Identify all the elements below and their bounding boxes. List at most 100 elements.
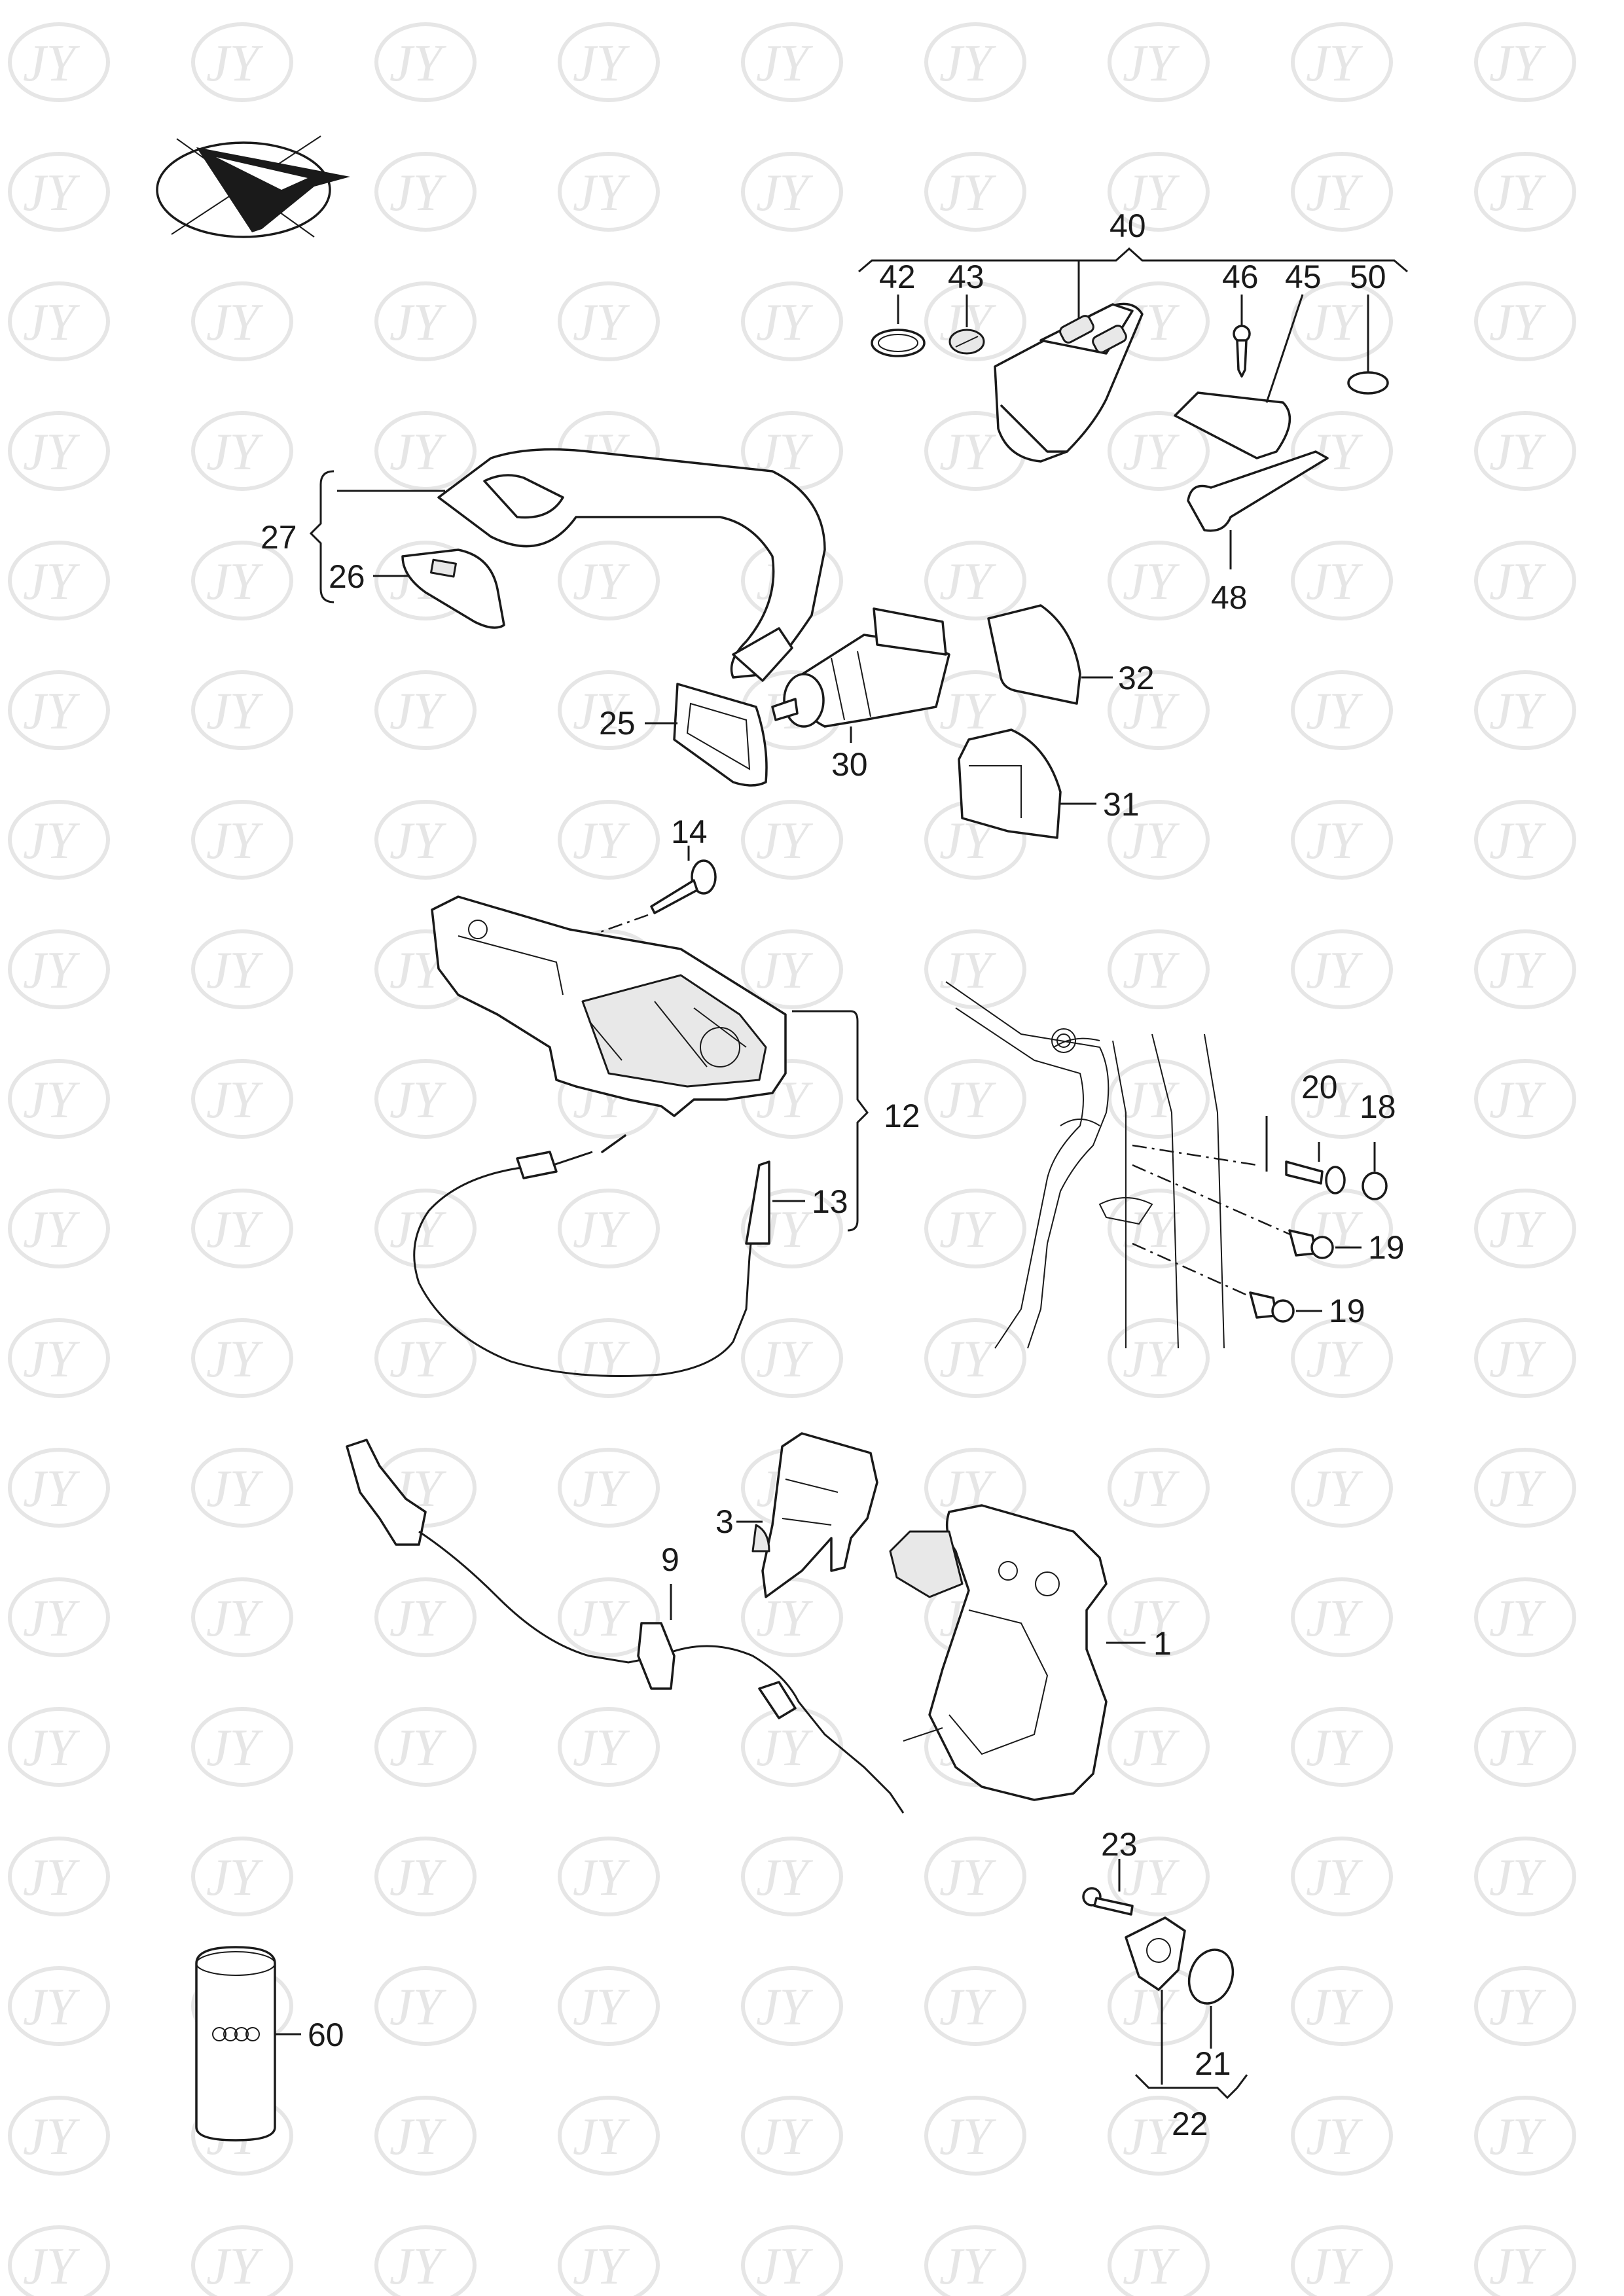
- watermark-logo: JY: [558, 670, 660, 750]
- watermark-text: JY: [23, 942, 81, 999]
- watermark-logo: JY: [741, 22, 843, 102]
- watermark-logo: JY: [1474, 1707, 1576, 1787]
- watermark-text: JY: [1123, 1849, 1180, 1907]
- watermark-text: JY: [1489, 1071, 1547, 1129]
- watermark-text: JY: [1306, 553, 1363, 611]
- watermark-text: JY: [1123, 2108, 1180, 2166]
- watermark-logo: JY: [8, 1707, 110, 1787]
- watermark-logo: JY: [741, 2225, 843, 2296]
- callout-19-lower: 19: [1329, 1293, 1365, 1329]
- watermark-logo: JY: [558, 1577, 660, 1657]
- watermark-logo: JY: [558, 800, 660, 880]
- callout-18: 18: [1360, 1088, 1396, 1125]
- watermark-logo: JY: [924, 2225, 1026, 2296]
- watermark-logo: JY: [374, 800, 477, 880]
- watermark-text: JY: [23, 35, 81, 92]
- watermark-logo: JY: [374, 1837, 477, 1916]
- watermark-logo: JY: [1291, 1448, 1393, 1528]
- watermark-logo: JY: [191, 281, 293, 361]
- watermark-logo: JY: [8, 800, 110, 880]
- watermark-text: JY: [1489, 942, 1547, 999]
- watermark-text: JY: [1123, 1331, 1180, 1388]
- watermark-logo: JY: [1474, 800, 1576, 880]
- watermark-text: JY: [206, 294, 264, 351]
- watermark-text: JY: [756, 812, 814, 870]
- watermark-text: JY: [756, 2108, 814, 2166]
- watermark-logo: JY: [8, 1189, 110, 1268]
- watermark-logo: JY: [8, 1577, 110, 1657]
- watermark-text: JY: [1489, 294, 1547, 351]
- watermark-logo: JY: [1108, 22, 1210, 102]
- watermark-logo: JY: [1108, 152, 1210, 232]
- watermark-logo: JY: [1474, 22, 1576, 102]
- watermark-logo: JY: [924, 1966, 1026, 2046]
- watermark-logo: JY: [924, 22, 1026, 102]
- callout-23: 23: [1101, 1826, 1138, 1863]
- watermark-logo: JY: [741, 1318, 843, 1398]
- watermark-logo: JY: [191, 1189, 293, 1268]
- watermark-logo: JY: [8, 670, 110, 750]
- watermark-logo: JY: [1291, 1707, 1393, 1787]
- watermark-logo: JY: [1108, 2225, 1210, 2296]
- watermark-logo: JY: [741, 1577, 843, 1657]
- watermark-text: JY: [1306, 164, 1363, 222]
- watermark-text: JY: [573, 1849, 630, 1907]
- watermark-logo: JY: [924, 1059, 1026, 1139]
- watermark-text: JY: [939, 2238, 997, 2295]
- watermark-logo: JY: [8, 2096, 110, 2176]
- watermark-logo: JY: [1291, 411, 1393, 491]
- callout-1: 1: [1153, 1625, 1172, 1662]
- watermark-logo: JY: [741, 1707, 843, 1787]
- watermark-logo: JY: [741, 1059, 843, 1139]
- watermark-logo: JY: [1474, 2096, 1576, 2176]
- striker-assembly: [1082, 1859, 1248, 2100]
- watermark-logo: JY: [191, 1318, 293, 1398]
- watermark-logo: JY: [741, 800, 843, 880]
- watermark-logo: JY: [558, 1837, 660, 1916]
- watermark-logo: JY: [191, 22, 293, 102]
- watermark-text: JY: [1489, 1590, 1547, 1647]
- watermark-logo: JY: [1291, 1837, 1393, 1916]
- callout-25: 25: [599, 705, 636, 742]
- watermark-text: JY: [206, 1719, 264, 1777]
- watermark-logo: JY: [1474, 2225, 1576, 2296]
- callout-9: 9: [661, 1541, 679, 1578]
- watermark-logo: JY: [1108, 411, 1210, 491]
- watermark-logo: JY: [1474, 1318, 1576, 1398]
- watermark-text: JY: [389, 2238, 447, 2295]
- watermark-logo: JY: [8, 1059, 110, 1139]
- watermark-text: JY: [1123, 1979, 1180, 2036]
- watermark-text: JY: [1489, 1331, 1547, 1388]
- watermark-text: JY: [1489, 1460, 1547, 1518]
- watermark-text: JY: [756, 1849, 814, 1907]
- watermark-text: JY: [206, 423, 264, 481]
- callout-42: 42: [879, 259, 916, 295]
- watermark-pattern: JY JY JY JY JY JY JY JY JY JY JY JY JY JY JY JY JY JY JY JY…: [8, 22, 1576, 2296]
- watermark-text: JY: [573, 683, 630, 740]
- watermark-logo: JY: [191, 541, 293, 620]
- callout-26: 26: [329, 558, 365, 595]
- watermark-text: JY: [1123, 553, 1180, 611]
- watermark-logo: JY: [1108, 1189, 1210, 1268]
- lock-cover-part: [736, 1432, 878, 1598]
- watermark-text: JY: [389, 1590, 447, 1647]
- watermark-logo: JY: [924, 1837, 1026, 1916]
- watermark-logo: JY: [1108, 2096, 1210, 2176]
- watermark-text: JY: [1306, 1849, 1363, 1907]
- watermark-logo: JY: [558, 2096, 660, 2176]
- watermark-logo: JY: [924, 1318, 1026, 1398]
- watermark-logo: JY: [1291, 2225, 1393, 2296]
- watermark-text: JY: [756, 1719, 814, 1777]
- watermark-text: JY: [939, 164, 997, 222]
- watermark-logo: JY: [558, 1448, 660, 1528]
- watermark-logo: JY: [374, 1189, 477, 1268]
- key-assembly: [858, 247, 1408, 569]
- watermark-logo: JY: [1291, 152, 1393, 232]
- watermark-text: JY: [756, 164, 814, 222]
- watermark-logo: JY: [558, 2225, 660, 2296]
- watermark-logo: JY: [1291, 2096, 1393, 2176]
- watermark-logo: JY: [1291, 1966, 1393, 2046]
- watermark-text: JY: [756, 1590, 814, 1647]
- watermark-text: JY: [1123, 423, 1180, 481]
- watermark-text: JY: [1123, 1071, 1180, 1129]
